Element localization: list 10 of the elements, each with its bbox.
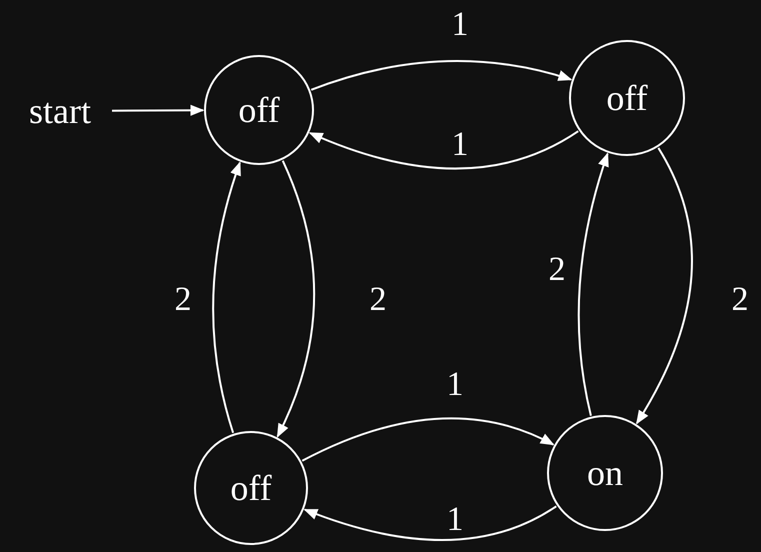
arrow — [578, 152, 609, 416]
arrow — [112, 104, 204, 116]
arrow — [212, 161, 242, 434]
arrow — [304, 505, 557, 541]
arrow — [636, 147, 693, 425]
arrow — [302, 417, 555, 462]
arrow — [276, 160, 316, 438]
arrow — [308, 130, 579, 170]
start-label: start — [14, 88, 106, 134]
arrow — [310, 60, 572, 91]
